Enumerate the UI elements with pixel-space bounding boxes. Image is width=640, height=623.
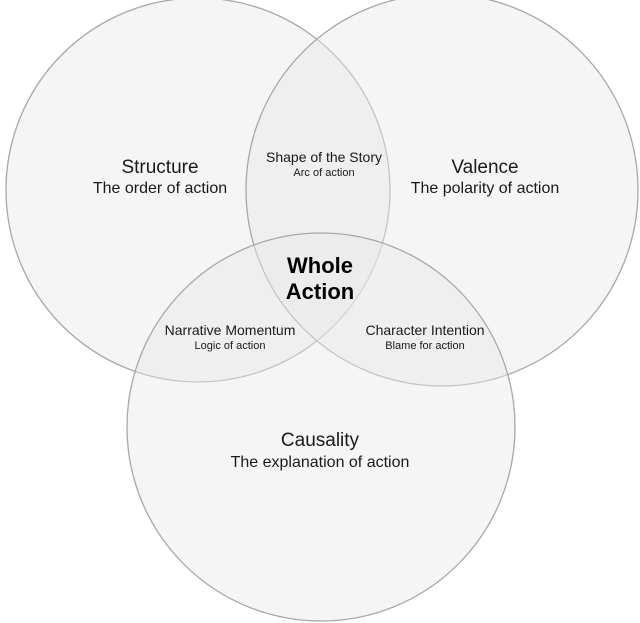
structure-subtitle: The order of action (92, 180, 228, 197)
causality-subtitle: The explanation of action (230, 454, 410, 471)
whole-action-line1: Whole (286, 253, 353, 278)
causality-label: Causality The explanation of action (231, 430, 410, 474)
character-intention-label: Character Intention Blame for action (365, 322, 484, 353)
structure-title: Structure (121, 157, 199, 178)
causality-title: Causality (280, 430, 360, 451)
character-intention-title: Character Intention (365, 322, 485, 338)
narrative-momentum-subtitle: Logic of action (194, 340, 266, 352)
shape-of-story-subtitle: Arc of action (293, 167, 355, 179)
circle-valence (245, 0, 639, 387)
circle-causality (126, 232, 516, 622)
valence-subtitle: The polarity of action (410, 180, 560, 197)
whole-action-line2: Action (285, 279, 355, 304)
valence-title: Valence (451, 157, 519, 178)
circle-structure (5, 0, 391, 383)
narrative-momentum-title: Narrative Momentum (164, 322, 296, 338)
valence-label: Valence The polarity of action (411, 157, 560, 199)
narrative-momentum-label: Narrative Momentum Logic of action (165, 322, 296, 353)
shape-of-story-title: Shape of the Story (266, 149, 382, 165)
shape-of-story-label: Shape of the Story Arc of action (266, 149, 382, 180)
structure-label: Structure The order of action (93, 157, 227, 199)
whole-action-label: Whole Action (286, 253, 354, 305)
character-intention-subtitle: Blame for action (385, 340, 465, 352)
